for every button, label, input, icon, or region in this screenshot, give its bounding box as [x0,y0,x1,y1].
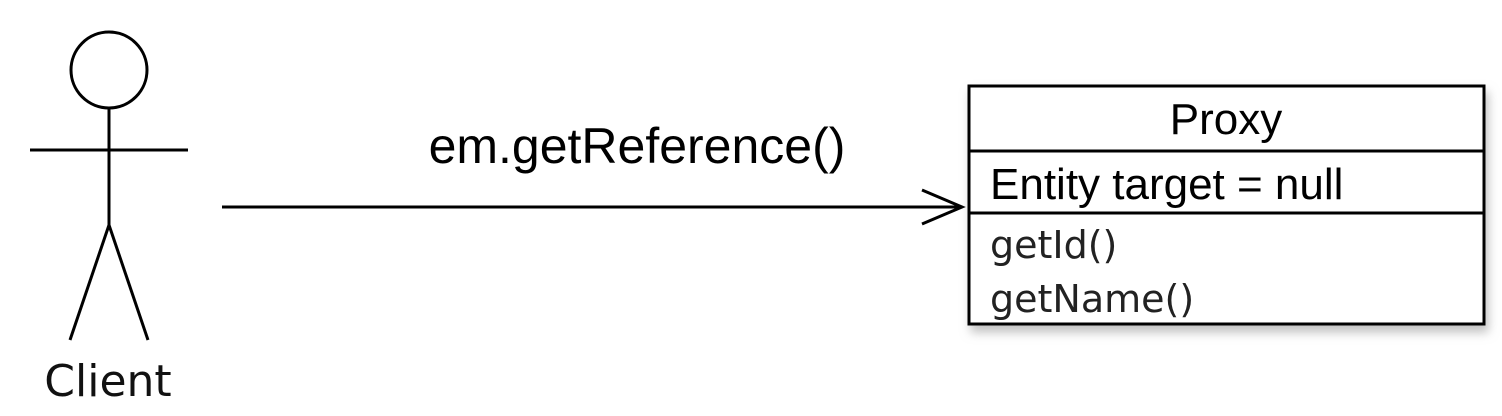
actor-left-leg [68,224,111,341]
message-arrow [222,188,966,226]
proxy-class-frame [967,84,1486,326]
actor-right-leg [107,224,150,341]
proxy-method-getid: getId() [990,223,1117,267]
proxy-class-box: Proxy Entity target = null getId() getNa… [967,84,1486,326]
proxy-attribute: Entity target = null [990,160,1343,209]
client-actor [30,30,188,341]
actor-head [69,30,149,110]
message-label: em.getReference() [429,118,846,174]
proxy-class-name: Proxy [1170,95,1282,144]
actor-label: Client [44,356,171,407]
proxy-method-getname: getName() [990,277,1194,321]
message-arrow-head [921,188,966,226]
